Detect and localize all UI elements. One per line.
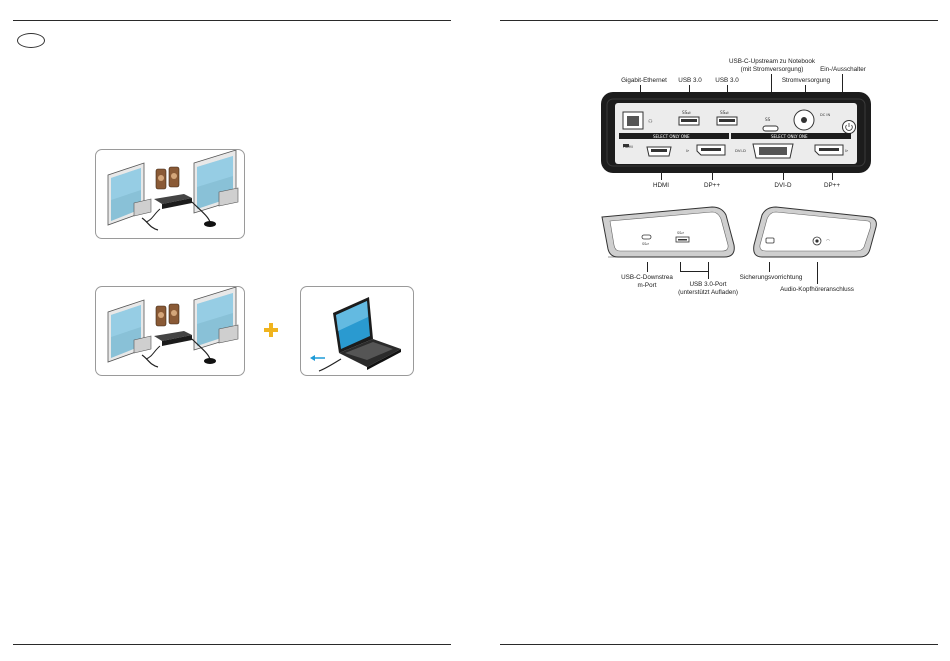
usb-c-downstream-port-icon: SS⇌	[641, 234, 652, 246]
monitor-left-illustration	[107, 162, 152, 226]
displayport-2-icon: ⊳	[814, 144, 848, 156]
dock-illustration	[154, 194, 192, 209]
top-rule-right	[500, 20, 938, 21]
svg-text:SS⇌: SS⇌	[677, 231, 684, 235]
leader-line	[783, 170, 784, 180]
displayport-1-icon: ⊳	[686, 144, 726, 156]
svg-text:SELECT ONLY ONE: SELECT ONLY ONE	[653, 134, 690, 139]
dc-power-port-icon	[793, 109, 815, 131]
leader-line	[712, 170, 713, 180]
ethernet-port-icon	[622, 111, 644, 130]
leader-line	[771, 74, 772, 92]
label-security-slot: Sicherungsvorrichtung	[739, 274, 803, 281]
label-power-switch: Ein-/Ausschalter	[820, 66, 866, 73]
svg-text:⊳: ⊳	[686, 148, 689, 153]
power-button-icon	[842, 120, 856, 134]
leader-line	[832, 170, 833, 180]
svg-text:⚇: ⚇	[648, 119, 653, 125]
leader-line	[805, 85, 806, 92]
label-dp-2: DP++	[823, 182, 841, 189]
dock-side-view-right: ⌒	[750, 201, 884, 263]
bottom-rule-left	[13, 644, 451, 645]
svg-text:⌒: ⌒	[826, 238, 830, 244]
illustration-notebook	[300, 286, 414, 376]
leader-line	[708, 262, 709, 279]
svg-text:DVI-D: DVI-D	[735, 148, 746, 153]
label-usb-c-upstream: USB-C-Upstream zu Notebook (mit Stromver…	[728, 58, 816, 73]
dock-rear-view: ⚇ SS⇌ SS⇌ SS DC IN	[601, 92, 871, 173]
leader-line	[769, 262, 770, 272]
dock-side-view-left: SS⇌ SS⇌	[596, 201, 736, 263]
leader-line	[647, 262, 648, 272]
leader-line	[661, 170, 662, 180]
svg-text:SS: SS	[765, 117, 771, 122]
dvi-port-icon: DVI-D	[735, 143, 794, 159]
label-audio-jack: Audio-Kopfhöreranschluss	[780, 286, 854, 293]
leader-line	[680, 271, 708, 272]
leader-line	[727, 85, 728, 92]
leader-line	[689, 85, 690, 92]
svg-text:⊳: ⊳	[845, 148, 848, 153]
usb-c-upstream-port-icon: SS	[762, 117, 779, 132]
label-dvi-d: DVI-D	[774, 182, 792, 189]
label-usb30-b: USB 3.0	[715, 77, 739, 84]
label-gigabit-ethernet: Gigabit-Ethernet	[621, 77, 667, 84]
hdmi-port-icon: HDMI	[623, 144, 672, 157]
audio-jack-icon: ⌒	[812, 236, 830, 246]
top-rule-left	[13, 20, 451, 21]
leader-line	[842, 74, 843, 92]
label-usb-c-downstream: USB-C-Downstrea m-Port	[621, 274, 673, 289]
svg-text:SS⇌: SS⇌	[642, 242, 649, 246]
label-dp-1: DP++	[703, 182, 721, 189]
svg-text:HDMI: HDMI	[623, 145, 633, 149]
leader-line	[680, 262, 681, 272]
monitor-right-illustration	[193, 150, 239, 214]
label-power-supply: Stromversorgung	[781, 77, 831, 84]
bottom-rule-right	[500, 644, 938, 645]
label-usb30-side-port: USB 3.0-Port (unterstützt Aufladen)	[678, 281, 738, 296]
illustration-dual-monitor-with-notebook	[95, 286, 245, 376]
usb-port-b-icon: SS⇌	[716, 110, 738, 126]
security-slot-icon	[765, 237, 775, 244]
leader-line	[817, 262, 818, 284]
svg-text:SS⇌: SS⇌	[682, 110, 691, 115]
svg-text:DC IN: DC IN	[820, 113, 830, 117]
illustration-dual-monitor	[95, 149, 245, 239]
usb-a-side-port-icon: SS⇌	[675, 231, 690, 243]
plus-icon	[264, 323, 278, 337]
svg-text:SS⇌: SS⇌	[720, 110, 729, 115]
language-badge	[17, 33, 45, 48]
arrow-left-icon	[310, 355, 325, 361]
notebook-illustration	[333, 297, 401, 370]
usb-port-a-icon: SS⇌	[678, 110, 700, 126]
svg-text:SELECT ONLY ONE: SELECT ONLY ONE	[771, 134, 808, 139]
label-hdmi: HDMI	[652, 182, 670, 189]
speakers-illustration	[155, 166, 180, 190]
label-usb30-a: USB 3.0	[678, 77, 702, 84]
leader-line	[640, 85, 641, 92]
